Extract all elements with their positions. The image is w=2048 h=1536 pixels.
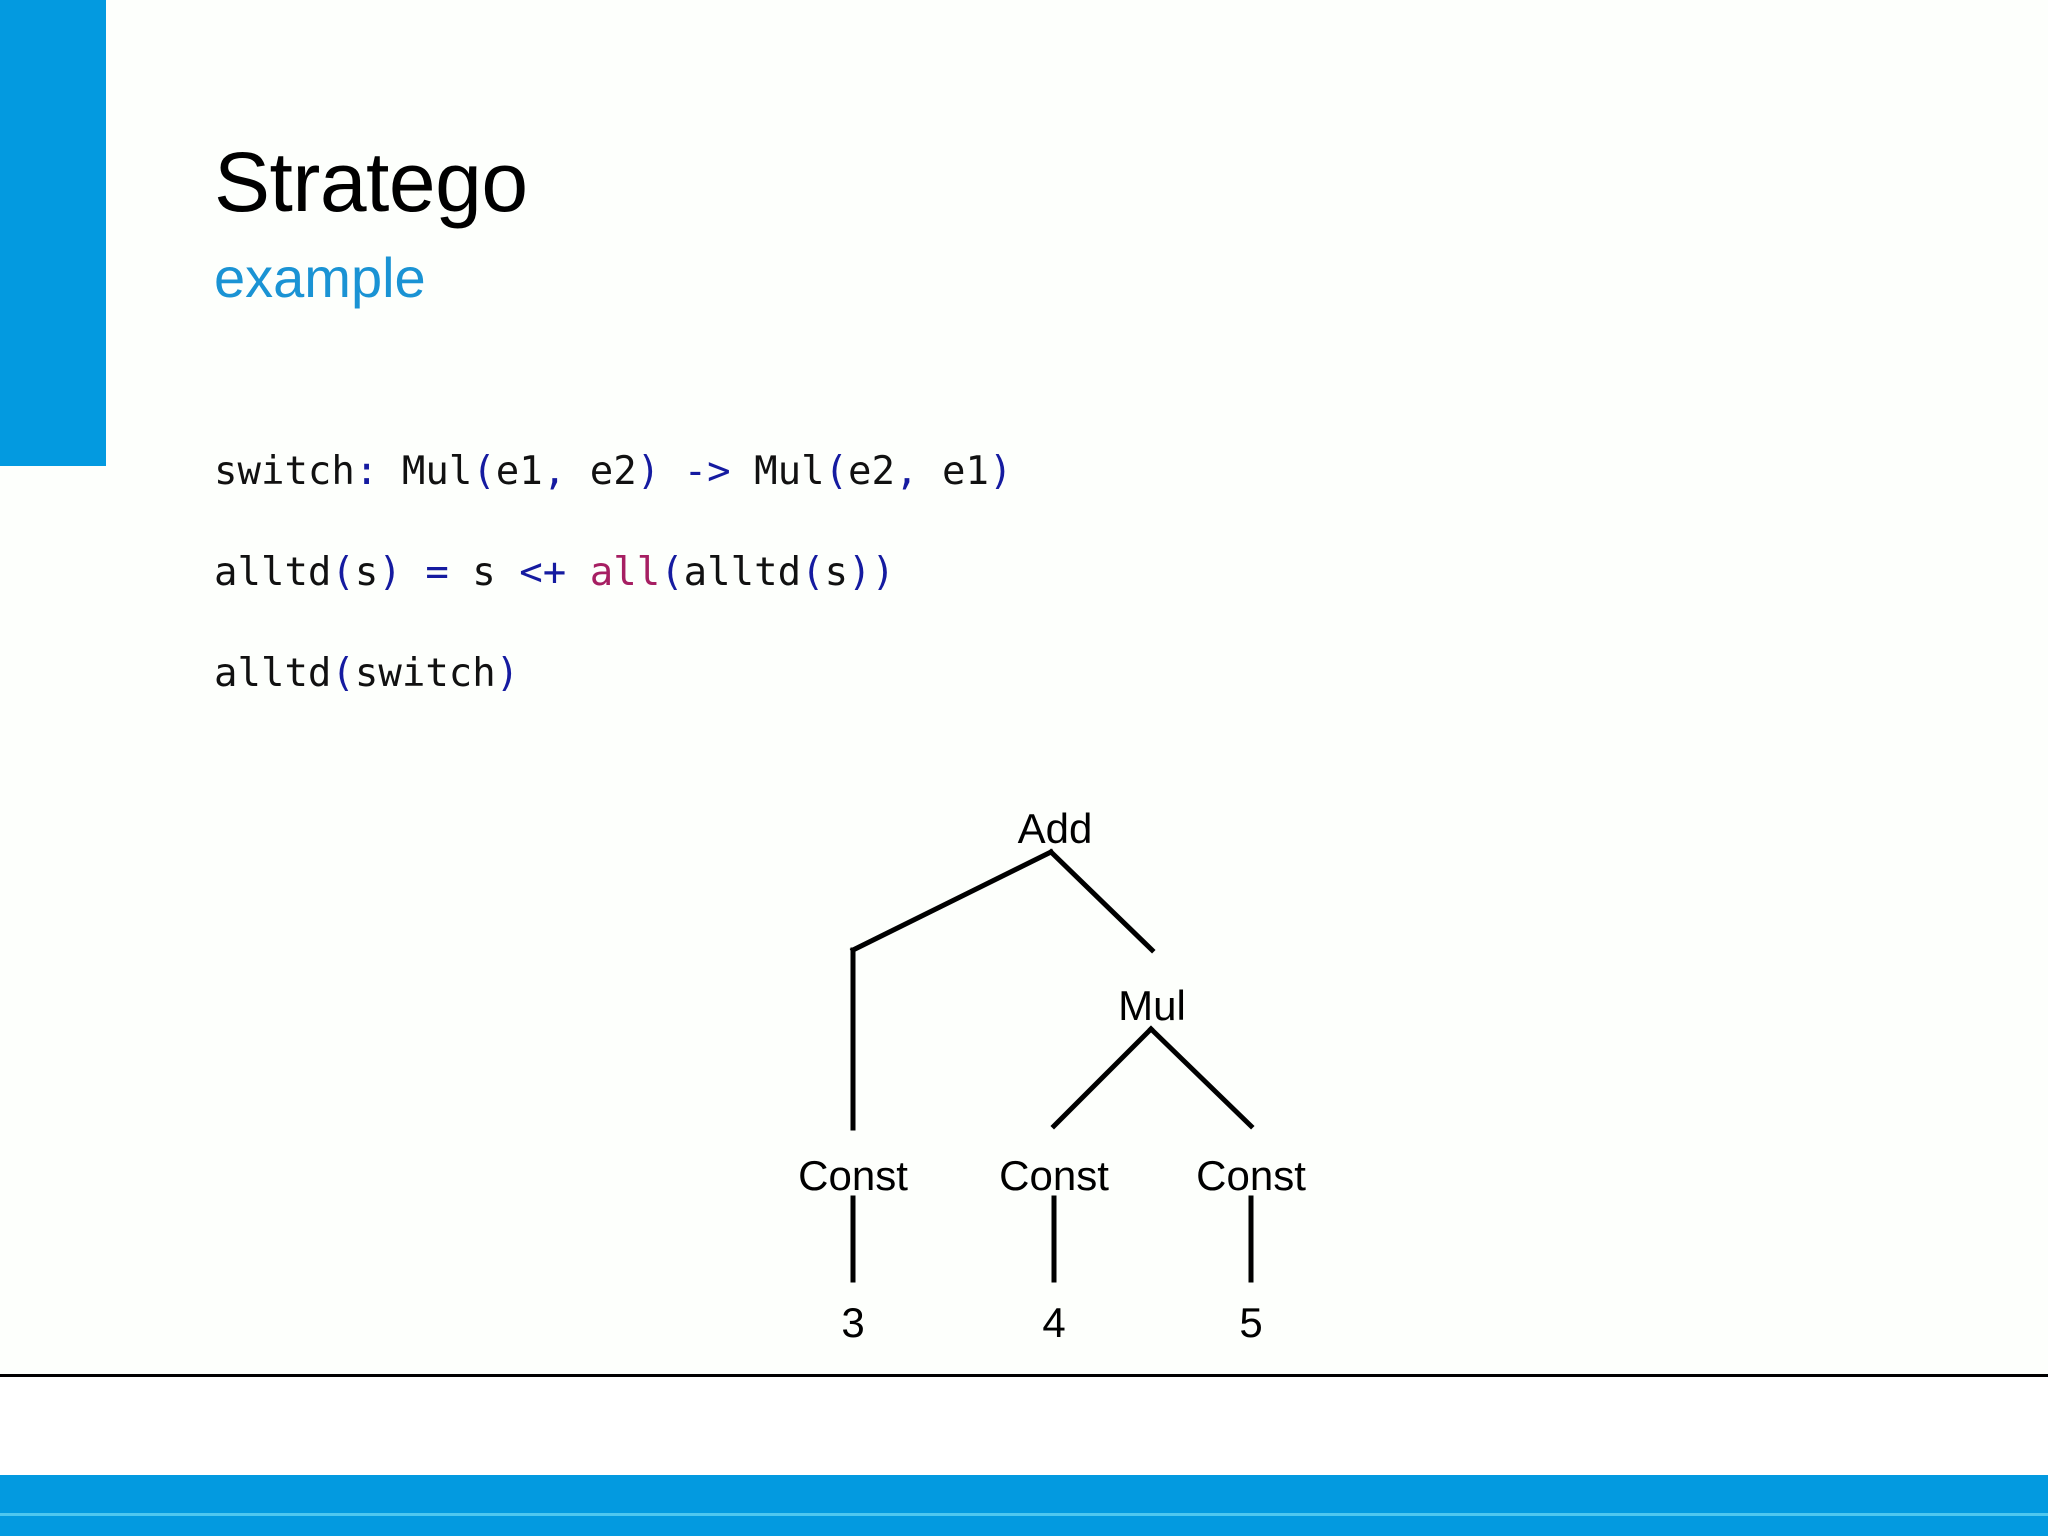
code-token: e2 <box>566 449 637 494</box>
title-block: Stratego example <box>214 140 1814 306</box>
code-token: ( <box>331 550 355 595</box>
code-block: switch: Mul(e1, e2) -> Mul(e2, e1) alltd… <box>214 452 1714 755</box>
tree-edge-add-to-mul <box>1047 848 1156 954</box>
tree-edge-add-to-const1-diag <box>849 848 1055 954</box>
tree-leaf-5: 5 <box>1239 1299 1263 1346</box>
code-token: ( <box>472 449 496 494</box>
code-token: alltd <box>683 550 802 595</box>
bottom-accent-band <box>0 1475 2048 1536</box>
page-title: Stratego <box>214 135 528 229</box>
code-token: e2 <box>848 449 895 494</box>
code-token: s <box>354 550 379 595</box>
tree-edge-mul-to-const2 <box>1050 1025 1155 1130</box>
code-token: , <box>895 449 919 494</box>
footer-divider <box>0 1374 2048 1377</box>
code-token: , <box>542 449 567 494</box>
code-token: all <box>589 550 661 595</box>
code-token: switch <box>354 651 496 696</box>
code-token: ) <box>988 449 1013 494</box>
tree-node-mul: Mul <box>1118 982 1186 1029</box>
code-token <box>660 449 683 494</box>
code-token: ) <box>871 550 896 595</box>
code-token: switch <box>214 449 355 494</box>
code-token: ( <box>801 550 825 595</box>
code-token: Mul <box>378 449 473 494</box>
code-token: ( <box>331 651 355 696</box>
code-token <box>402 550 425 595</box>
page-subtitle: example <box>214 246 426 309</box>
code-token: : <box>354 449 379 494</box>
code-token: ) <box>378 550 402 595</box>
tree-node-const1: Const <box>798 1152 908 1199</box>
tree-node-add: Add <box>1017 805 1093 852</box>
code-token: ) <box>848 550 872 595</box>
code-token: e1 <box>918 449 989 494</box>
tree-node-const2: Const <box>999 1152 1109 1199</box>
tree-leaf-3: 3 <box>841 1299 865 1346</box>
code-token: s <box>824 550 849 595</box>
tree-leaf-4: 4 <box>1042 1299 1066 1346</box>
code-token: ) <box>636 449 661 494</box>
code-line-alltd-definition: alltd(s) = s <+ all(alltd(s)) <box>214 553 1714 592</box>
code-token: -> <box>683 449 731 494</box>
tree-node-const3: Const <box>1196 1152 1306 1199</box>
slide-footer: TUDelft Term Rewriting42 <box>0 1377 2048 1475</box>
code-token: ( <box>824 449 849 494</box>
code-token: <+ <box>519 550 567 595</box>
code-token: alltd <box>214 550 332 595</box>
code-token: alltd <box>214 651 332 696</box>
code-token: ) <box>495 651 520 696</box>
bottom-accent-hairline <box>0 1513 2048 1516</box>
tree-edges-svg <box>849 848 1255 1283</box>
accent-bar-decoration <box>0 0 106 466</box>
code-token: ( <box>660 550 684 595</box>
code-token: Mul <box>730 449 825 494</box>
code-line-switch-rule: switch: Mul(e1, e2) -> Mul(e2, e1) <box>214 452 1714 491</box>
code-token <box>566 550 589 595</box>
code-token: s <box>448 550 520 595</box>
code-line-alltd-switch-call: alltd(switch) <box>214 654 1714 693</box>
tree-edge-mul-to-const3 <box>1147 1025 1255 1130</box>
code-token: e1 <box>495 449 543 494</box>
code-token: = <box>425 550 449 595</box>
